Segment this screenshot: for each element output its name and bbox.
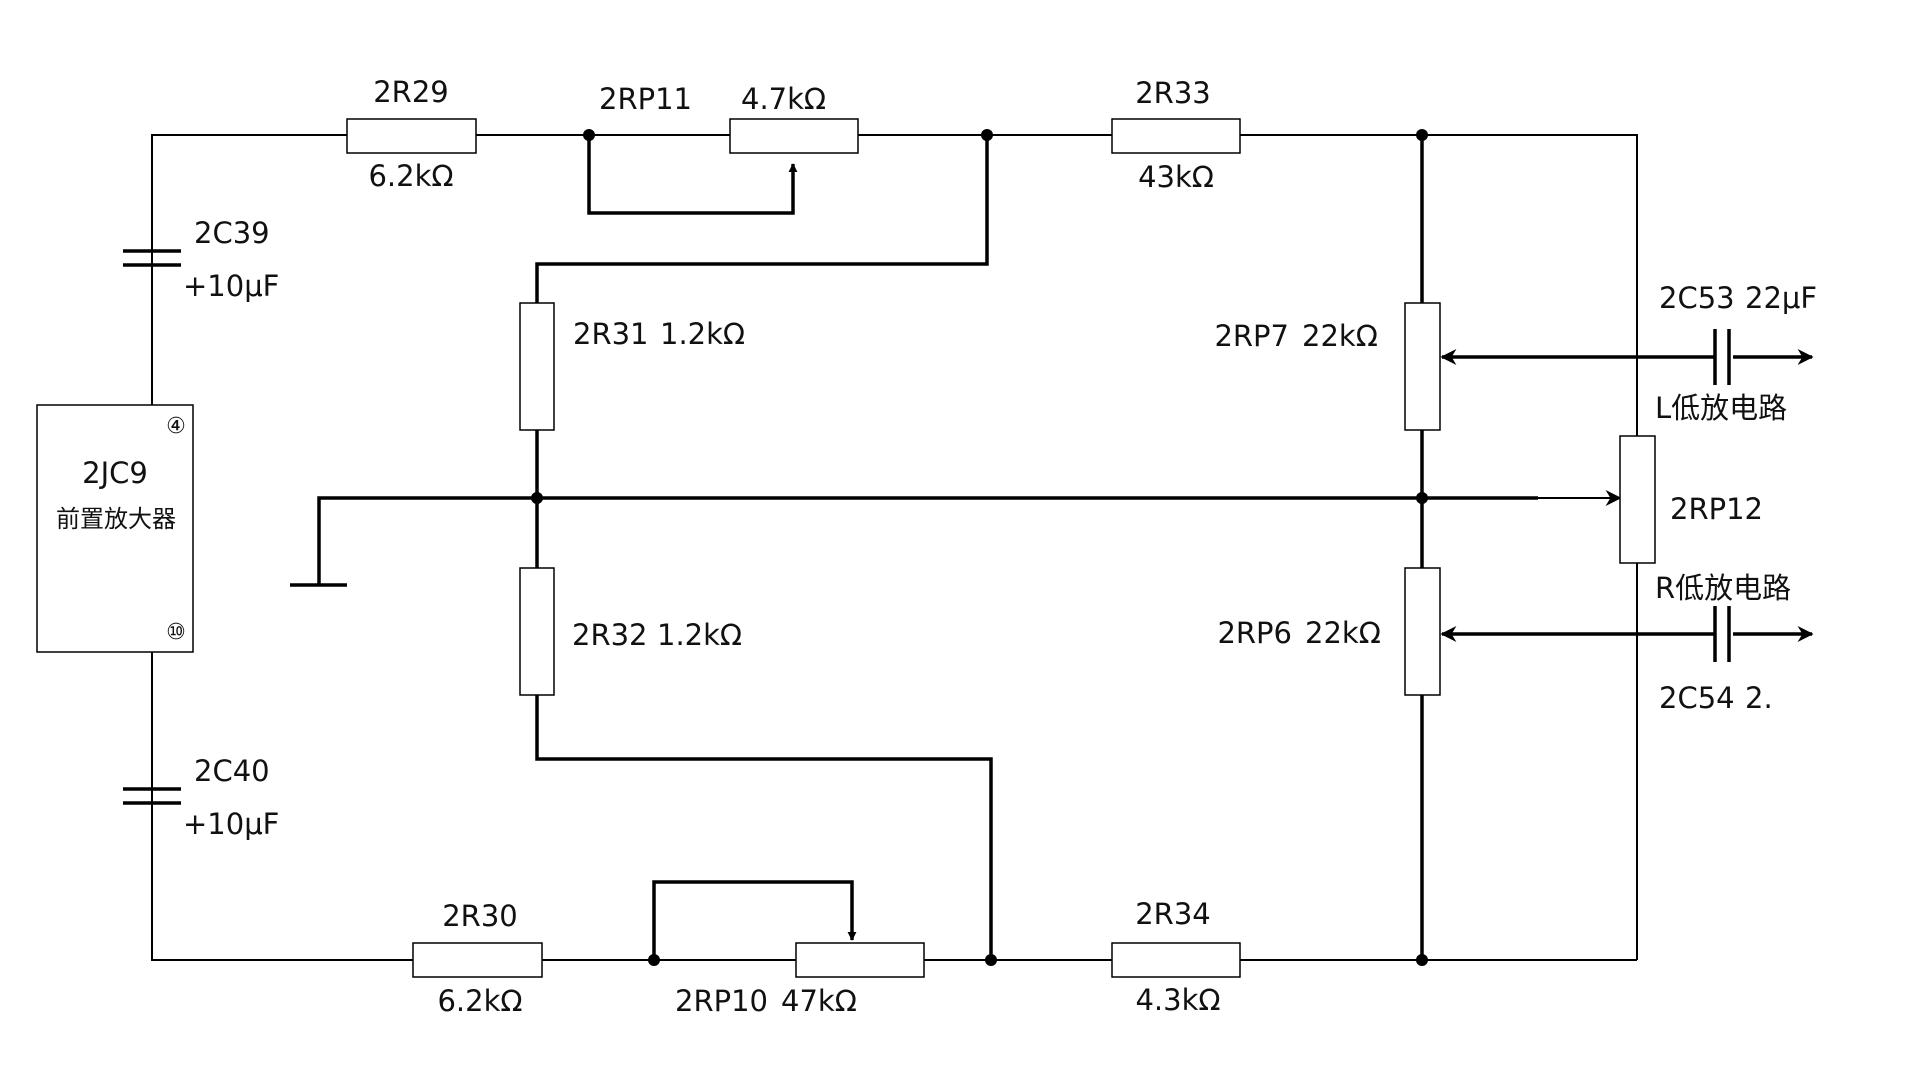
wire-ground-bus bbox=[317, 496, 1538, 585]
c54-value: 2. bbox=[1745, 681, 1773, 715]
c40-value: +10μF bbox=[183, 807, 279, 841]
c39-ref: 2C39 bbox=[194, 216, 270, 250]
potentiometer-rp11 bbox=[729, 118, 859, 154]
resistor-r31 bbox=[519, 302, 555, 431]
potentiometer-rp12 bbox=[1619, 435, 1656, 564]
resistor-r32 bbox=[519, 567, 555, 696]
c54-ref: 2C54 bbox=[1659, 681, 1735, 715]
r30-ref: 2R30 bbox=[442, 899, 518, 933]
potentiometer-rp7 bbox=[1404, 302, 1441, 431]
ic-name: 前置放大器 bbox=[56, 505, 176, 533]
rp10-value: 47kΩ bbox=[781, 984, 857, 1018]
wire-top-left bbox=[151, 134, 347, 405]
rp7-value: 22kΩ bbox=[1302, 319, 1378, 353]
left-output-label: L低放电路 bbox=[1655, 391, 1787, 425]
ic-pin-top: ④ bbox=[166, 414, 186, 439]
r29-ref: 2R29 bbox=[373, 75, 449, 109]
capacitor-c39 bbox=[123, 249, 181, 267]
resistor-r33 bbox=[1111, 118, 1241, 154]
rp10-ref: 2RP10 bbox=[675, 984, 768, 1018]
wire-rp11-bypass bbox=[587, 135, 798, 215]
wire-r33-right bbox=[1240, 134, 1638, 436]
rp7-ref: 2RP7 bbox=[1214, 319, 1289, 353]
r29-value: 6.2kΩ bbox=[368, 159, 453, 193]
resistor-r30 bbox=[412, 942, 543, 978]
potentiometer-rp10 bbox=[795, 942, 925, 978]
ic-pin-bottom: ⑩ bbox=[166, 620, 186, 645]
c40-ref: 2C40 bbox=[194, 754, 270, 788]
rp11-value: 4.7kΩ bbox=[741, 82, 826, 116]
ic-2jc9 bbox=[36, 404, 194, 653]
r33-value: 43kΩ bbox=[1138, 160, 1214, 194]
ic-ref: 2JC9 bbox=[82, 456, 148, 490]
r30-value: 6.2kΩ bbox=[437, 984, 522, 1018]
rp6-ref: 2RP6 bbox=[1217, 616, 1292, 650]
wire-node-r31 bbox=[535, 135, 989, 303]
r33-ref: 2R33 bbox=[1135, 76, 1211, 110]
capacitor-c40 bbox=[123, 787, 181, 805]
wire-rp10-bypass bbox=[652, 880, 857, 960]
r32-ref: 2R32 bbox=[572, 618, 648, 652]
resistor-r34 bbox=[1111, 942, 1241, 978]
junctions bbox=[531, 129, 1428, 966]
right-output-label: R低放电路 bbox=[1655, 571, 1791, 605]
capacitor-c54 bbox=[1713, 606, 1731, 662]
c53-ref: 2C53 bbox=[1659, 281, 1735, 315]
c53-value: 22μF bbox=[1745, 281, 1817, 315]
rp6-value: 22kΩ bbox=[1305, 616, 1381, 650]
r31-ref: 2R31 bbox=[573, 317, 649, 351]
wire-r32-node bbox=[535, 695, 993, 960]
r34-ref: 2R34 bbox=[1135, 897, 1211, 931]
resistor-r29 bbox=[346, 118, 477, 154]
c39-value: +10μF bbox=[183, 269, 279, 303]
r31-value: 1.2kΩ bbox=[660, 317, 745, 351]
thin-wires bbox=[151, 134, 1638, 961]
r32-value: 1.2kΩ bbox=[657, 618, 742, 652]
capacitor-c53 bbox=[1713, 329, 1731, 385]
r34-value: 4.3kΩ bbox=[1135, 983, 1220, 1017]
rp11-ref: 2RP11 bbox=[599, 82, 692, 116]
rp12-ref: 2RP12 bbox=[1670, 492, 1763, 526]
potentiometer-rp6 bbox=[1404, 567, 1441, 696]
wire-bottom-left bbox=[151, 652, 413, 961]
thick-wires bbox=[290, 135, 1814, 960]
